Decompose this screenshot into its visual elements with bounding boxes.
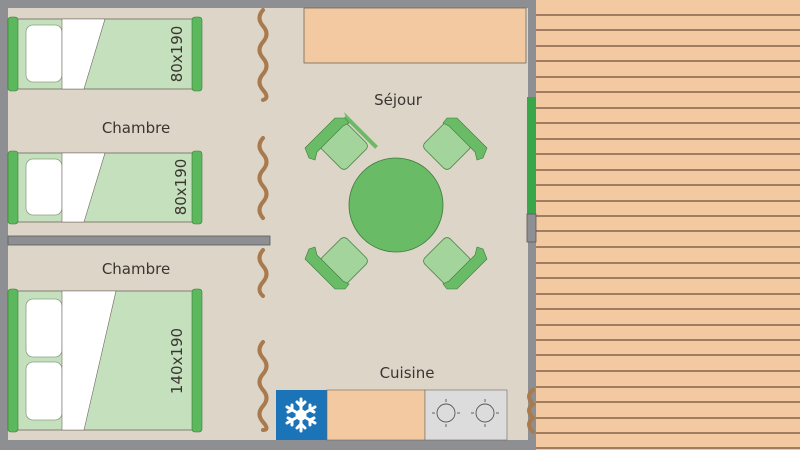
room-label-kitchen: Cuisine — [380, 364, 435, 382]
bedroom-partition-wall — [7, 235, 271, 246]
room-label-bedroom: Chambre — [102, 260, 170, 278]
curtain — [257, 8, 537, 434]
dining-table — [348, 157, 444, 253]
window — [527, 97, 536, 214]
room-label-living: Séjour — [374, 91, 423, 109]
single-bed: 80x190 — [7, 16, 203, 92]
kitchen-counter — [276, 389, 508, 441]
room-label-bedroom: Chambre — [102, 119, 170, 137]
snowflake-icon — [285, 397, 317, 433]
double-bed: 140x190 — [7, 288, 203, 433]
counter — [326, 389, 426, 441]
bed-size-label: 140x190 — [168, 328, 186, 394]
storage-cabinet — [303, 7, 527, 64]
single-bed: 80x190 — [7, 150, 203, 225]
dining-set — [304, 112, 488, 290]
bed-size-label: 80x190 — [172, 159, 190, 216]
bed-size-label: 80x190 — [168, 26, 186, 83]
terrace-deck — [536, 0, 800, 450]
